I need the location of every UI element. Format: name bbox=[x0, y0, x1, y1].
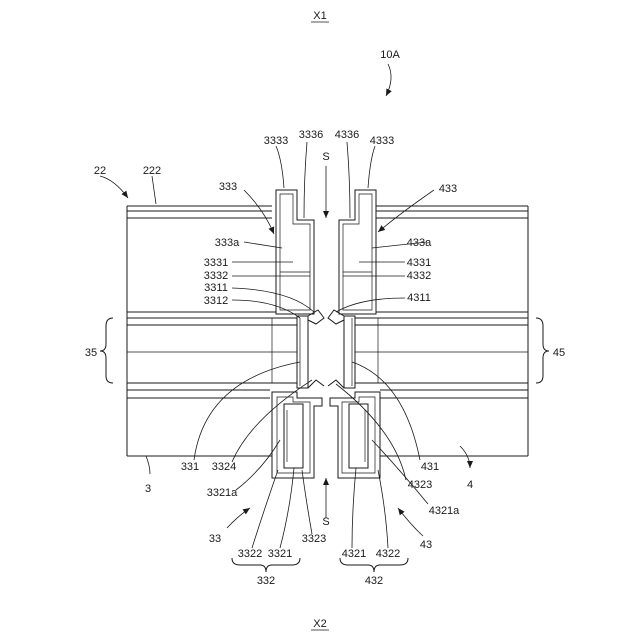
label-33: 33 bbox=[209, 533, 221, 545]
label-4311: 4311 bbox=[407, 292, 431, 304]
reference-numerals: 22 222 3333 3336 S 4336 4333 333 433 333… bbox=[85, 129, 565, 587]
label-3336: 3336 bbox=[299, 129, 323, 141]
leader-3323 bbox=[302, 470, 312, 534]
label-4333: 4333 bbox=[370, 135, 394, 147]
brace-332 bbox=[232, 558, 300, 572]
web-431 bbox=[328, 310, 355, 388]
label-22: 22 bbox=[94, 165, 106, 177]
leader-333 bbox=[244, 190, 274, 234]
leader-4321 bbox=[352, 468, 356, 548]
label-3321a: 3321a bbox=[207, 487, 238, 499]
label-4336: 4336 bbox=[335, 129, 359, 141]
label-35: 35 bbox=[85, 347, 97, 359]
panel-layers bbox=[127, 206, 528, 456]
frame-433-outer bbox=[339, 190, 376, 314]
label-3332: 3332 bbox=[204, 270, 228, 282]
label-3322: 3322 bbox=[238, 548, 262, 560]
leader-33 bbox=[227, 508, 250, 528]
web-431-body bbox=[344, 316, 355, 388]
leader-3336 bbox=[304, 142, 307, 218]
assembly-ref-arrow bbox=[386, 64, 391, 96]
label-s-bottom: S bbox=[322, 516, 329, 528]
label-333a: 333a bbox=[215, 237, 240, 249]
leader-4 bbox=[460, 446, 470, 468]
label-3312: 3312 bbox=[204, 295, 228, 307]
web-331-body bbox=[297, 316, 308, 388]
leader-4336 bbox=[347, 142, 350, 218]
lower-frame-332 bbox=[272, 392, 322, 478]
upper-frame-433 bbox=[339, 190, 376, 314]
label-4332: 4332 bbox=[407, 270, 431, 282]
label-433: 433 bbox=[439, 183, 457, 195]
label-3311: 3311 bbox=[204, 282, 228, 294]
brace-35 bbox=[100, 318, 113, 383]
leader-4322 bbox=[378, 470, 388, 548]
leader-43 bbox=[398, 508, 423, 536]
label-4323: 4323 bbox=[408, 479, 432, 491]
label-3: 3 bbox=[145, 483, 151, 495]
assembly-ref-label: 10A bbox=[380, 49, 400, 61]
leader-4333 bbox=[368, 146, 375, 188]
leader-3322 bbox=[252, 470, 278, 548]
label-433a: 433a bbox=[407, 237, 432, 249]
label-333: 333 bbox=[219, 181, 237, 193]
label-3323: 3323 bbox=[302, 533, 326, 545]
leader-3333 bbox=[276, 146, 284, 188]
leader-3321 bbox=[280, 468, 294, 548]
direction-label-bottom: X2 bbox=[313, 618, 326, 630]
leader-22 bbox=[100, 176, 128, 198]
brace-45 bbox=[536, 318, 549, 383]
lower-frame-432 bbox=[330, 392, 380, 478]
label-4: 4 bbox=[467, 479, 473, 491]
label-4321a: 4321a bbox=[429, 505, 460, 517]
label-332: 332 bbox=[257, 575, 275, 587]
label-3321: 3321 bbox=[268, 548, 292, 560]
label-43: 43 bbox=[420, 539, 432, 551]
leader-3 bbox=[146, 456, 150, 474]
label-331: 331 bbox=[181, 461, 199, 473]
brace-432 bbox=[340, 558, 408, 572]
label-3333: 3333 bbox=[264, 135, 288, 147]
leader-222 bbox=[152, 176, 156, 204]
label-4331: 4331 bbox=[407, 257, 431, 269]
label-4322: 4322 bbox=[376, 548, 400, 560]
label-431: 431 bbox=[421, 461, 439, 473]
web-331 bbox=[297, 310, 324, 388]
label-3324: 3324 bbox=[212, 461, 236, 473]
label-s-top: S bbox=[322, 151, 329, 163]
direction-label-top: X1 bbox=[313, 10, 326, 22]
label-4321: 4321 bbox=[342, 548, 366, 560]
label-45: 45 bbox=[553, 347, 565, 359]
label-3331: 3331 bbox=[204, 257, 228, 269]
label-432: 432 bbox=[365, 575, 383, 587]
label-222: 222 bbox=[143, 165, 161, 177]
